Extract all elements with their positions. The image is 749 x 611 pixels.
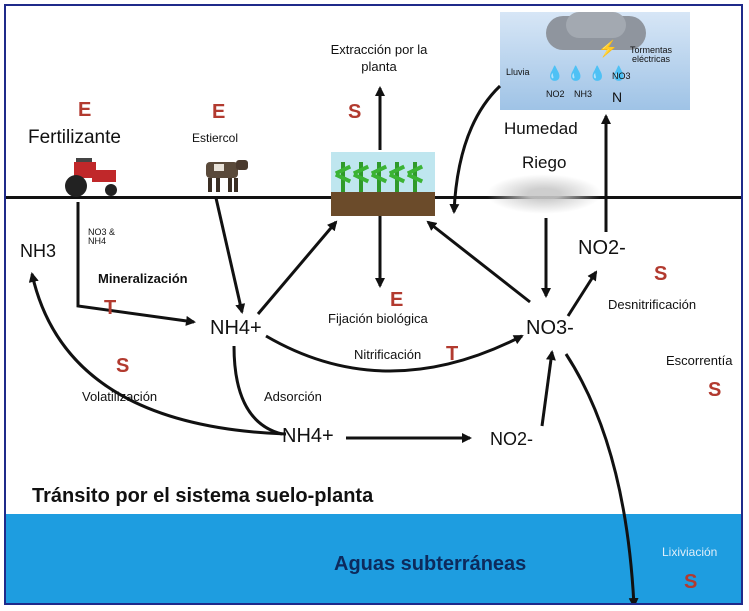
label-volatilizacion: Volatilización xyxy=(82,389,158,404)
label-no3-minus: NO3- xyxy=(526,317,574,339)
label-no3-nh4-small: NO3 & NH4 xyxy=(88,227,116,246)
label-mineralizacion: Mineralización xyxy=(98,271,188,286)
crop-plot xyxy=(331,152,435,216)
marker-s-volat: S xyxy=(116,355,130,377)
label-lixiviacion: Lixiviación xyxy=(662,545,718,559)
label-escorrentia: Escorrentía xyxy=(666,353,733,368)
label-rain-nh3: NH3 xyxy=(574,89,593,99)
label-transito: Tránsito por el sistema suelo-planta xyxy=(32,485,374,507)
label-tormentas: Tormentas eléctricas xyxy=(629,45,673,64)
marker-t-mineral: T xyxy=(104,297,117,319)
label-nitrificacion: Nitrificación xyxy=(354,347,422,362)
label-fertilizante: Fertilizante xyxy=(28,127,121,148)
marker-e-fijacion: E xyxy=(390,289,404,311)
marker-s-plant: S xyxy=(348,101,362,123)
marker-e-manure: E xyxy=(212,101,226,123)
label-lluvia: Lluvia xyxy=(506,67,530,77)
label-nh3: NH3 xyxy=(20,241,57,261)
label-aguas: Aguas subterráneas xyxy=(334,553,527,575)
label-no2-bottom: NO2- xyxy=(490,429,534,449)
label-rain-no3: NO3 xyxy=(612,71,631,81)
diagram-frame: 💧 💧 💧 💧 ⚡ Extracción por la planta E E S… xyxy=(4,4,743,605)
flow-arrows xyxy=(28,84,639,603)
label-rain-no2: NO2 xyxy=(546,89,565,99)
groundwater-band xyxy=(6,514,741,603)
label-rain-n: N xyxy=(612,89,623,105)
rain-drops: 💧 💧 💧 💧 xyxy=(546,65,628,81)
marker-s-desnitr: S xyxy=(654,263,668,285)
label-estiercol: Estiercol xyxy=(192,131,239,145)
label-humedad: Humedad xyxy=(504,119,578,138)
lightning-icon: ⚡ xyxy=(598,41,618,58)
irrigation-spray xyxy=(486,174,602,214)
label-nh4-plus-bottom: NH4+ xyxy=(282,425,334,447)
label-fijacion: Fijación biológica xyxy=(328,311,428,326)
label-extraccion-1: Extracción por la planta xyxy=(330,42,428,74)
marker-s-lix: S xyxy=(684,571,698,593)
cloud-icon-2 xyxy=(566,12,626,38)
tractor-icon xyxy=(65,158,117,197)
label-adsorcion: Adsorción xyxy=(264,389,322,404)
label-riego: Riego xyxy=(522,153,567,172)
marker-s-escorr: S xyxy=(708,379,722,401)
label-no2-minus-top: NO2- xyxy=(578,237,626,259)
label-nh4-plus: NH4+ xyxy=(210,317,262,339)
marker-e-fertilizer: E xyxy=(78,99,92,121)
label-desnitrificacion: Desnitrificación xyxy=(608,297,697,312)
marker-t-nitrif: T xyxy=(446,343,459,365)
cow-icon xyxy=(206,160,248,192)
